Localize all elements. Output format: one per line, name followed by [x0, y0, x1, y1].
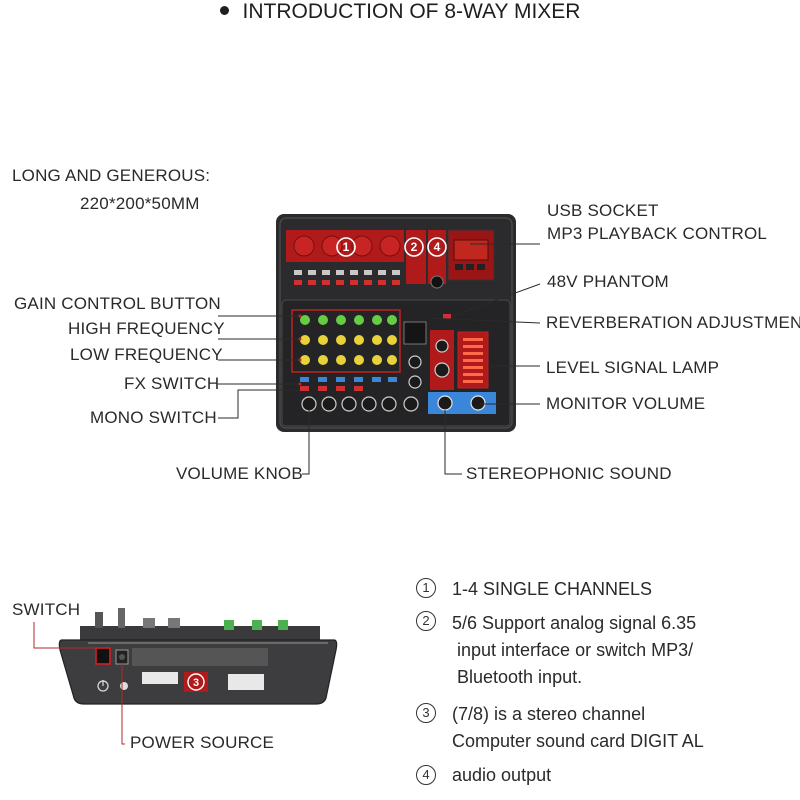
- label-phantom: 48V PHANTOM: [547, 272, 669, 291]
- rear-power-switch: [95, 647, 111, 665]
- volume-knobs: [301, 396, 419, 412]
- badge-2: 2: [411, 240, 418, 254]
- feature-3-line-1: (7/8) is a stereo channel: [452, 704, 646, 724]
- label-reverb: REVERBERATION ADJUSTMENT: [546, 313, 800, 332]
- page-title: INTRODUCTION OF 8-WAY MIXER: [0, 0, 800, 24]
- label-monitor-volume: MONITOR VOLUME: [546, 394, 706, 413]
- gain-knobs: [300, 315, 397, 325]
- feature-2-line-2: input interface or switch MP3/: [457, 640, 694, 660]
- feature-3-line-2: Computer sound card DIGIT AL: [452, 731, 704, 751]
- feature-2-line-3: Bluetooth input.: [457, 667, 583, 687]
- feature-2-number-icon: 2: [416, 611, 436, 631]
- label-switch: SWITCH: [12, 600, 81, 619]
- label-high-freq: HIGH FREQUENCY: [68, 319, 225, 338]
- size-heading: LONG AND GENEROUS:: [12, 166, 211, 185]
- fx-switches: [300, 377, 397, 382]
- label-power-source: POWER SOURCE: [130, 733, 275, 752]
- feature-1: 1-4 SINGLE CHANNELS: [452, 576, 652, 603]
- label-fx-switch: FX SWITCH: [124, 374, 220, 393]
- feature-1-line-1: 1-4 SINGLE CHANNELS: [452, 579, 653, 599]
- label-level-lamp: LEVEL SIGNAL LAMP: [546, 358, 720, 377]
- mixer-top-view: [276, 214, 516, 432]
- label-low-freq: LOW FREQUENCY: [70, 345, 223, 364]
- leader-lines: [218, 243, 541, 475]
- master-red-zone: [430, 330, 454, 390]
- badge-1: 1: [343, 240, 350, 254]
- label-mono-switch: MONO SWITCH: [90, 408, 217, 427]
- badge-4: 4: [434, 240, 441, 254]
- feature-2: 5/6 Support analog signal 6.35 input int…: [452, 610, 696, 691]
- feature-1-number-icon: 1: [416, 578, 436, 598]
- high-frequency-knobs: [300, 335, 397, 345]
- bullet-icon: [219, 5, 229, 15]
- size-value: 220*200*50MM: [80, 194, 200, 213]
- badge-3: 3: [193, 677, 199, 689]
- mixer-rear-view: 3: [58, 608, 338, 705]
- output-zone: [428, 230, 446, 284]
- label-usb-socket: USB SOCKET: [547, 201, 659, 220]
- title-text: INTRODUCTION OF 8-WAY MIXER: [242, 0, 581, 23]
- label-stereo-sound: STEREOPHONIC SOUND: [466, 464, 672, 483]
- low-frequency-knobs: [300, 355, 397, 365]
- mixer-badges: [336, 237, 447, 257]
- feature-4: audio output: [452, 762, 551, 789]
- label-volume-knob: VOLUME KNOB: [176, 464, 303, 483]
- label-mp3-control: MP3 PLAYBACK CONTROL: [547, 224, 768, 243]
- aux-input-zone: [406, 230, 426, 284]
- reverb-display: [403, 321, 427, 345]
- feature-2-line-1: 5/6 Support analog signal 6.35: [452, 613, 697, 633]
- label-gain: GAIN CONTROL BUTTON: [14, 294, 221, 313]
- mono-switches: [300, 386, 363, 391]
- feature-4-number-icon: 4: [416, 765, 436, 785]
- feature-4-line-1: audio output: [452, 765, 552, 785]
- feature-3: (7/8) is a stereo channel Computer sound…: [452, 701, 704, 755]
- feature-3-number-icon: 3: [416, 703, 436, 723]
- phantom-switch: [443, 314, 451, 319]
- eq-knob-block: [291, 309, 401, 373]
